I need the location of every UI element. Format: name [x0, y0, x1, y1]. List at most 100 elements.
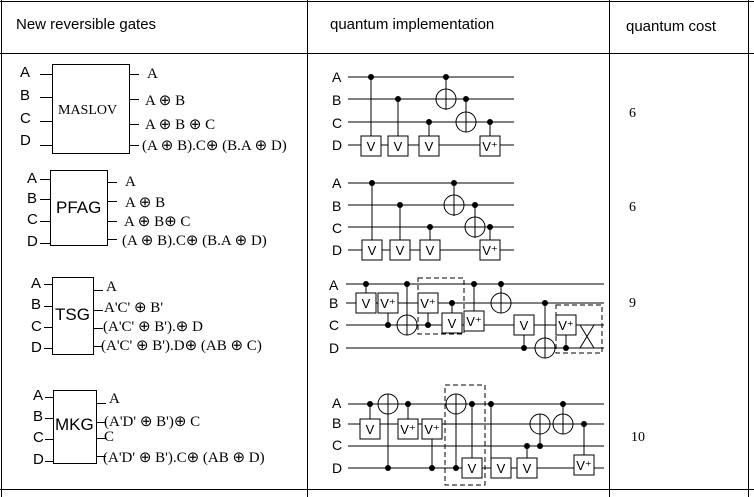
- input-label: D: [20, 132, 31, 149]
- output-line: [93, 310, 103, 311]
- v-gate: [419, 239, 441, 261]
- v-gate-label: V: [468, 461, 477, 476]
- output-line: [96, 403, 106, 404]
- control-dot: [469, 401, 475, 407]
- control-dot: [488, 401, 494, 407]
- control-dot: [443, 74, 449, 80]
- quantum-cost-value: 6: [629, 106, 636, 121]
- output-line: [129, 99, 139, 100]
- v-gate-label: V: [425, 139, 434, 154]
- dashed-gate-group: [444, 384, 486, 486]
- input-line: [45, 461, 53, 462]
- output-line: [129, 74, 139, 75]
- output-expression: A ⊕ B: [125, 195, 166, 211]
- output-line: [93, 346, 103, 347]
- v-gate: [513, 314, 535, 336]
- control-dot: [395, 96, 401, 102]
- output-line: [96, 456, 106, 457]
- v-dagger-gate: [377, 292, 399, 314]
- control-dot: [369, 180, 375, 186]
- v-gate: [441, 312, 463, 334]
- output-line: [93, 290, 103, 291]
- v-dagger-gate: [417, 292, 439, 314]
- input-label: D: [27, 233, 38, 250]
- quantum-circuit-pfag: A B C D V V V V⁺: [332, 175, 514, 261]
- v-dagger-gate-label: V⁺: [420, 296, 436, 311]
- wire-label: D: [329, 340, 339, 356]
- input-label: C: [31, 318, 42, 335]
- control-dot: [363, 281, 369, 287]
- table-border-top: [0, 1, 754, 2]
- header-quantum-cost: quantum cost: [626, 18, 717, 35]
- input-label: B: [27, 190, 38, 207]
- column-divider-1: [307, 0, 308, 497]
- wire-label: B: [329, 295, 338, 311]
- input-label: A: [33, 387, 44, 404]
- input-label: B: [20, 87, 31, 104]
- v-dagger-gate: [463, 310, 485, 332]
- output-line: [96, 438, 106, 439]
- header-quantum-implementation: quantum implementation: [330, 16, 495, 33]
- gate-block-tsg: [52, 277, 94, 355]
- wire-label: C: [332, 220, 342, 236]
- v-gate: [360, 135, 382, 157]
- input-label: A: [31, 275, 42, 292]
- output-expression: (A'D' ⊕ B')⊕ C: [104, 414, 201, 430]
- wire-label: C: [332, 437, 342, 453]
- output-expression: (A ⊕ B).C⊕ (B.A ⊕ D): [142, 138, 287, 154]
- input-line: [45, 418, 53, 419]
- control-dot: [521, 345, 527, 351]
- table-border-right: [748, 0, 749, 497]
- v-gate: [490, 457, 512, 479]
- quantum-circuit-tsg: A B C D V V⁺ V⁺ V: [329, 277, 604, 359]
- v-gate: [361, 239, 383, 261]
- output-line: [107, 201, 117, 202]
- input-label: A: [20, 64, 31, 81]
- input-label: C: [20, 110, 31, 127]
- output-expression: A ⊕ B ⊕ C: [145, 117, 216, 133]
- v-dagger-gate-label: V⁺: [482, 139, 498, 154]
- control-dot: [397, 202, 403, 208]
- v-gate-label: V: [448, 316, 457, 331]
- control-dot: [429, 465, 435, 471]
- v-gate: [389, 239, 411, 261]
- table-border-left: [1, 0, 2, 497]
- control-dot: [385, 465, 391, 471]
- input-line: [40, 74, 52, 75]
- output-expression: (A ⊕ B).C⊕ (B.A ⊕ D): [122, 233, 267, 249]
- gate-name-mkg: MKG: [55, 415, 94, 434]
- wire-label: D: [332, 242, 342, 258]
- input-line: [40, 221, 50, 222]
- v-gate-label: V: [520, 318, 529, 333]
- wire-label: D: [332, 460, 342, 476]
- input-label: B: [31, 296, 42, 313]
- input-line: [40, 121, 52, 122]
- control-dot: [487, 119, 493, 125]
- control-dot: [404, 281, 410, 287]
- wire-label: A: [332, 395, 342, 411]
- output-line: [107, 182, 117, 183]
- wire-label: C: [332, 115, 342, 131]
- output-expression: (A'C' ⊕ B').D⊕ (AB ⊕ C): [101, 338, 262, 354]
- input-label: B: [33, 408, 44, 425]
- input-label: C: [27, 211, 38, 228]
- v-gate-label: V: [394, 139, 403, 154]
- output-line: [129, 124, 139, 125]
- v-gate: [355, 292, 377, 314]
- control-dot: [498, 281, 504, 287]
- input-label: D: [31, 339, 42, 356]
- quantum-cost-value: 6: [629, 200, 636, 215]
- v-gate: [461, 457, 483, 479]
- control-dot: [385, 322, 391, 328]
- v-gate-label: V: [362, 296, 371, 311]
- quantum-circuit-mkg: A B C D V V⁺ V⁺: [332, 384, 604, 486]
- v-gate-label: V: [367, 139, 376, 154]
- v-dagger-gate-label: V⁺: [380, 296, 396, 311]
- control-dot: [542, 300, 548, 306]
- output-expression: A: [109, 391, 120, 407]
- output-expression: A: [125, 174, 136, 190]
- v-dagger-gate-label: V⁺: [576, 458, 592, 473]
- header-new-reversible-gates: New reversible gates: [16, 16, 157, 33]
- input-line: [40, 145, 52, 146]
